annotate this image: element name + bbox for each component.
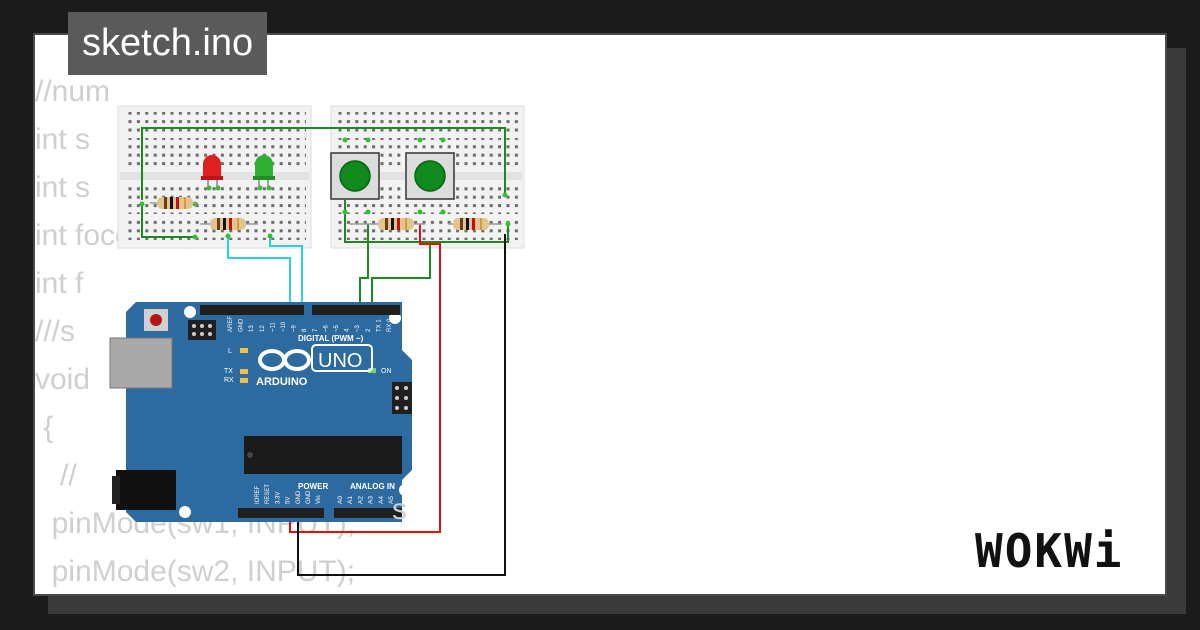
led-red[interactable] (201, 155, 223, 188)
led-l-label: L (228, 348, 232, 355)
pin-label: A1 (347, 496, 354, 504)
pushbutton[interactable] (405, 152, 455, 200)
led-on-label: ON (381, 368, 392, 375)
pin-label: 3.3V (275, 492, 281, 504)
board-labels: UNO ARDUINO DIGITAL (PWM ~) POWER ANALOG… (224, 334, 395, 491)
pin-label: ~10 (281, 321, 287, 332)
pin-label: A2 (357, 496, 364, 504)
code-line: // (35, 459, 77, 492)
pin-label: TX 1 (376, 319, 382, 332)
led-rx-label: RX (224, 377, 234, 384)
pin-label: A4 (378, 496, 385, 504)
pin-label: AREF (228, 316, 234, 332)
pin-label: A5 (388, 496, 395, 504)
wire-green-ground[interactable] (141, 127, 509, 310)
resistor[interactable] (150, 197, 198, 209)
led-tx-label: TX (224, 368, 233, 375)
pin-label: Vin (316, 495, 322, 504)
pin-label: 13 (249, 325, 255, 332)
pin-label: ~11 (270, 322, 276, 332)
pushbutton[interactable] (330, 152, 380, 200)
resistor[interactable] (200, 218, 258, 230)
board-model-label: UNO (318, 350, 362, 372)
pin-label: A0 (337, 496, 344, 504)
pin-label: 7 (313, 328, 319, 332)
board-brand-label: ARDUINO (256, 376, 308, 388)
digital-pin-labels: AREF GND 13 12 ~11 ~10 ~9 8 7 ~6 ~5 4 ~3 2 TX 1 RX 0 (228, 316, 393, 332)
code-overflow-text: s (392, 493, 407, 526)
power-pin-labels: IOREF RESET 3.3V 5V GND GND Vin (255, 484, 322, 504)
power-header-label: POWER (298, 482, 328, 491)
pin-label: A3 (368, 496, 375, 504)
wire-black-gnd[interactable] (297, 234, 506, 576)
code-line: ///s (35, 315, 76, 348)
pin-label: 2 (366, 328, 372, 332)
arduino-uno-board[interactable] (109, 302, 412, 522)
pin-label: 4 (345, 328, 351, 332)
pin-label: 12 (260, 325, 266, 332)
pin-label: GND (296, 490, 302, 504)
pin-label: 5V (286, 497, 292, 504)
wire-red-5v[interactable] (289, 224, 441, 533)
pin-label: GND (306, 490, 312, 504)
code-line: { (35, 411, 54, 444)
pin-label: RX 0 (387, 318, 393, 332)
pin-label: 8 (302, 328, 308, 332)
file-tab[interactable]: sketch.ino (68, 12, 268, 75)
code-line: //num (35, 75, 111, 108)
pin-label: ~3 (355, 324, 361, 332)
pin-label: RESET (265, 484, 271, 504)
code-line: int f (35, 267, 84, 300)
pin-label: ~9 (292, 324, 298, 332)
led-green[interactable] (253, 155, 275, 188)
pin-label: ~6 (323, 324, 329, 332)
wire-cyan-led[interactable] (227, 236, 303, 310)
code-line: pinMode(sw2, INPUT); (35, 555, 356, 588)
analog-header-label: ANALOG IN (350, 482, 395, 491)
resistor[interactable] (448, 218, 502, 230)
digital-header-label: DIGITAL (PWM ~) (298, 334, 364, 343)
code-line: int s (35, 171, 91, 204)
pin-label: GND (239, 318, 245, 332)
wokwi-logo: WOKWi (975, 524, 1124, 578)
resistor[interactable] (350, 218, 425, 230)
code-line: int s (35, 123, 91, 156)
pin-label: ~5 (334, 324, 340, 332)
pin-label: IOREF (255, 485, 261, 504)
code-line: void (35, 363, 91, 396)
